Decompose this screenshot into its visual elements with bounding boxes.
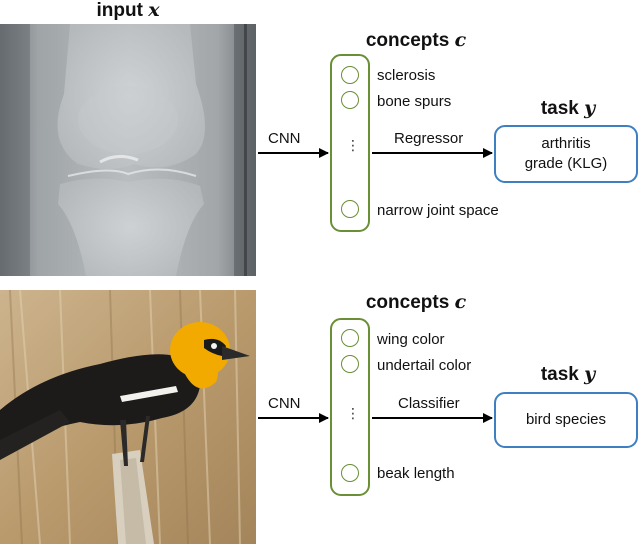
concept-label: bone spurs: [377, 93, 452, 110]
concepts-heading-text: concepts: [365, 30, 450, 51]
concept-node: [341, 91, 359, 109]
concepts-variable: c: [454, 29, 467, 51]
input-title-text: input: [96, 0, 143, 21]
knee-xray-image: [0, 24, 256, 276]
concepts-heading-1: concepts c: [336, 28, 496, 52]
concept-node: [341, 355, 359, 373]
bird-photo-image: [0, 290, 256, 544]
concept-node: [341, 464, 359, 482]
ellipsis-dots: ⋮: [346, 406, 360, 422]
concepts-variable: c: [454, 291, 467, 313]
ellipsis-dots: ⋮: [346, 138, 360, 154]
task-box-2: bird species: [494, 392, 638, 448]
task-text-line-2: grade (KLG): [524, 155, 608, 172]
concept-node: [341, 329, 359, 347]
concepts-heading-2: concepts c: [336, 290, 496, 314]
concept-label: undertail color: [377, 357, 472, 374]
concept-label: beak length: [377, 465, 455, 482]
input-title: input x: [0, 0, 256, 22]
concept-label: wing color: [377, 331, 445, 348]
head-label: Regressor: [394, 130, 464, 147]
task-variable: y: [584, 97, 596, 119]
input-variable: x: [148, 0, 160, 21]
task-text: bird species: [525, 411, 607, 428]
concept-label: narrow joint space: [377, 202, 499, 219]
task-heading-text: task: [540, 98, 579, 119]
task-heading-text: task: [540, 364, 579, 385]
task-box-1: arthritis grade (KLG): [494, 125, 638, 183]
concept-label: sclerosis: [377, 67, 436, 84]
task-heading-1: task y: [508, 96, 628, 120]
concepts-heading-text: concepts: [365, 292, 450, 313]
task-text-line-1: arthritis: [541, 135, 591, 152]
task-variable: y: [584, 363, 596, 385]
backbone-label: CNN: [268, 130, 301, 147]
concept-node: [341, 66, 359, 84]
backbone-label: CNN: [268, 395, 301, 412]
task-heading-2: task y: [508, 362, 628, 386]
concept-node: [341, 200, 359, 218]
head-label: Classifier: [398, 395, 460, 412]
